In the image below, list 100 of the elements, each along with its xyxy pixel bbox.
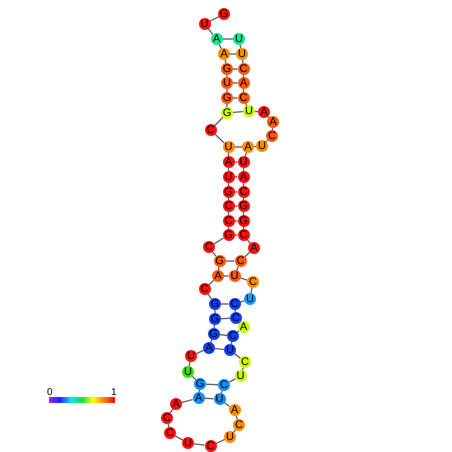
nucleotide-circle: C (238, 92, 250, 104)
nucleotide-circle: U (234, 370, 246, 382)
nucleotide-circle: C (218, 379, 230, 391)
nucleotide-circle: C (198, 283, 210, 295)
backbone-line (214, 238, 224, 244)
backbone-line (194, 443, 205, 446)
nucleotide-circle: U (228, 270, 240, 282)
base-pair-line (204, 398, 214, 400)
nucleotide-circle: C (227, 330, 239, 342)
nucleotide-circle: C (204, 124, 216, 136)
nucleotide-circle: C (266, 130, 278, 142)
nucleotide-circle: C (222, 215, 234, 227)
nucleotide-circle: G (194, 378, 206, 390)
nucleotide-circle: U (222, 171, 234, 183)
nucleotide-circle: C (238, 229, 250, 241)
nucleotide-circle: U (236, 48, 248, 60)
nucleotide-circle: G (222, 229, 234, 241)
nucleotide-circle: A (212, 270, 224, 282)
nucleotide-circle: G (238, 215, 250, 227)
base-pair-line (220, 318, 230, 320)
scale-tick-label: 0 (47, 388, 53, 398)
backbone-line (216, 438, 225, 444)
nucleotide-circle: C (238, 186, 250, 198)
nucleotide-circle: C (230, 312, 242, 324)
nucleotide-circle: A (228, 404, 240, 416)
nucleotide-circle: U (224, 431, 236, 443)
backbone-line (268, 116, 270, 118)
nucleotide-circle: A (248, 242, 260, 254)
backbone-line (168, 424, 170, 428)
nucleotide-circle: C (238, 63, 250, 75)
backbone-line (214, 324, 215, 328)
nucleotide-circle: G (214, 255, 226, 267)
nucleotide-circle: C (222, 200, 234, 212)
nucleotide-circle: G (218, 8, 230, 20)
nucleotide-circle: U (221, 77, 233, 89)
backbone-line (212, 251, 216, 257)
nucleotide-circle: G (238, 200, 250, 212)
nucleotide-circle: U (256, 140, 268, 152)
nucleotide-circle: A (242, 141, 254, 153)
backbone-line (208, 280, 214, 286)
nucleotide-circle: G (221, 63, 233, 75)
nucleotide-circle: A (210, 33, 222, 45)
nucleotide-circle: C (161, 412, 173, 424)
nucleotide-circle: U (182, 366, 194, 378)
backbone-line (234, 310, 236, 312)
base-pair-line (219, 334, 228, 336)
nucleotide-circle: A (170, 398, 182, 410)
nucleotide-circle: G (221, 92, 233, 104)
backbone-line (228, 378, 236, 383)
backbone-line (210, 16, 219, 22)
backbone-line (198, 390, 200, 392)
nucleotide-circle: G (209, 298, 221, 310)
backbone-line (244, 252, 250, 258)
nucleotide-circle: A (238, 321, 250, 333)
nucleotide-circle: A (258, 106, 270, 118)
nucleotide-circle: C (203, 241, 215, 253)
backbone-line (242, 60, 244, 64)
nucleotide-circle: A (267, 116, 279, 128)
backbone-line (188, 362, 190, 366)
base-pair-line (232, 110, 244, 114)
nucleotide-circle: A (218, 48, 230, 60)
backbone-line (230, 342, 232, 344)
backbone-line (234, 353, 241, 359)
nucleotide-circle: G (221, 107, 233, 119)
backbone-line (207, 294, 212, 300)
nucleotide-circle: U (233, 33, 245, 45)
backbone-line (214, 134, 225, 144)
nucleotide-circle: U (214, 393, 226, 405)
nucleotide-circle: U (243, 105, 255, 117)
nucleotide-circle: U (222, 141, 234, 153)
nucleotide-circle: G (208, 328, 220, 340)
nucleotide-circle: U (182, 437, 194, 449)
backbone-line (240, 44, 242, 48)
backbone-line (174, 435, 184, 441)
nucleotide-circle: U (244, 293, 256, 305)
nucleotide-circle: C (233, 419, 245, 431)
nucleotide-circle: C (234, 255, 246, 267)
nucleotide-circle: U (198, 18, 210, 30)
backbone-line (182, 398, 193, 404)
nucleotide-circle: A (238, 77, 250, 89)
nucleotide-circle: C (228, 298, 240, 310)
backbone-line (218, 44, 222, 49)
backbone-line (208, 28, 214, 35)
backbone-line (214, 116, 224, 126)
base-pair-line (222, 38, 233, 40)
nucleotide-circle: A (238, 171, 250, 183)
nucleotide-circle: A (203, 342, 215, 354)
nucleotide-circle: A (192, 392, 204, 404)
nucleotide-circle: A (222, 156, 234, 168)
nucleotide-circle: U (185, 350, 197, 362)
nucleotide-circle: U (224, 344, 236, 356)
backbone-line (218, 266, 220, 270)
nucleotide-circle: G (209, 313, 221, 325)
backbone-line (224, 402, 230, 407)
nucleotide-circle: G (222, 186, 234, 198)
nucleotide-circle: U (238, 156, 250, 168)
nucleotide-circle: C (164, 427, 176, 439)
backbone-line (196, 350, 204, 354)
nucleotide-circle: C (204, 440, 216, 452)
nucleotide-circle: C (247, 276, 259, 288)
